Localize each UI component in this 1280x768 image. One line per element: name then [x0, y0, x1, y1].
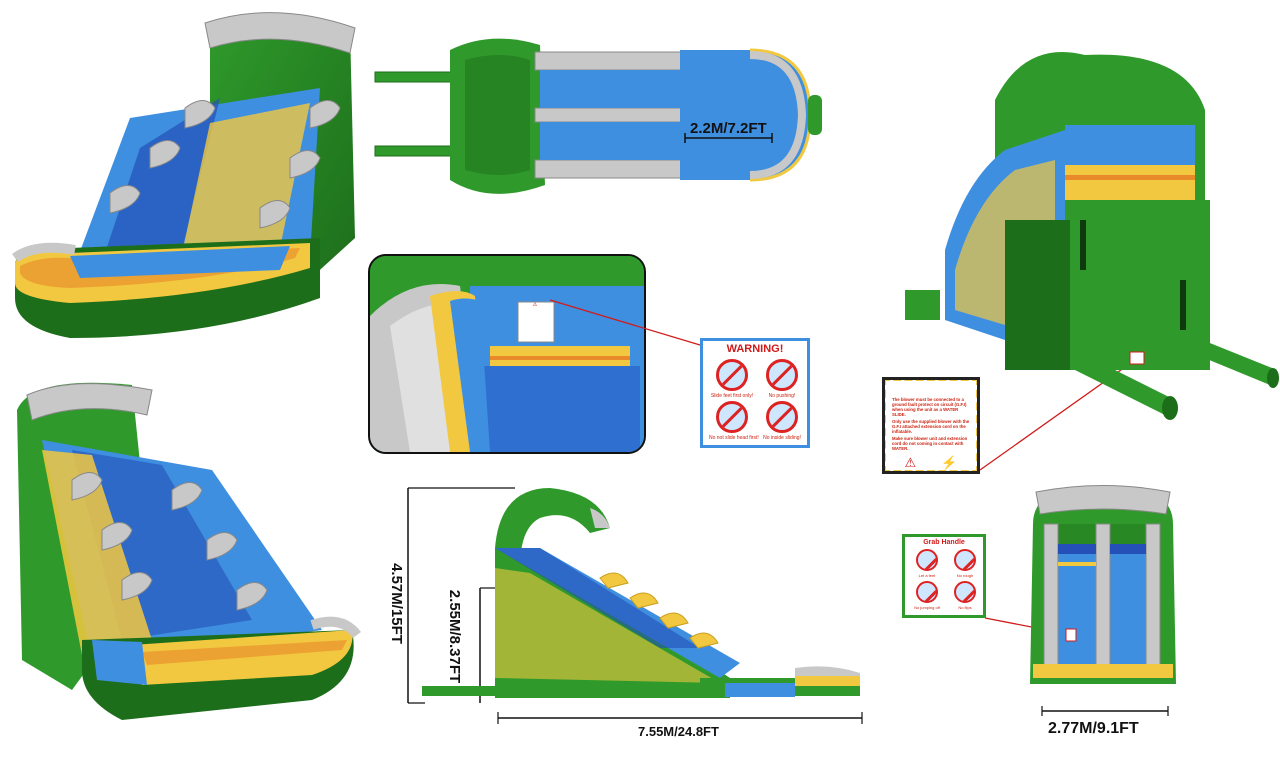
dim-length-label: 7.55M/24.8FT [638, 724, 719, 739]
view-perspective-front-left [10, 8, 360, 358]
view-front [1028, 484, 1178, 704]
no-pushing-icon [766, 359, 798, 391]
blower-line-1: The blower must be connected to a ground… [892, 397, 967, 417]
grab-handle-sticker: Grab Handle Let a feet No rough No jumpi… [902, 534, 986, 618]
grab-sign-1-icon [916, 549, 938, 571]
grab-item-4: No flips [947, 581, 983, 610]
grab-sign-4-icon [954, 581, 976, 603]
grab-sign-3-icon [916, 581, 938, 603]
no-slide-headfirst-icon [716, 401, 748, 433]
dim-front-width-line [1041, 706, 1169, 716]
slide-render-side [407, 487, 863, 724]
warning-sticker-title: WARNING! [726, 343, 784, 355]
blower-sticker-mini [1129, 351, 1145, 365]
blower-line-3: Make sure blower unit and extension cord… [892, 436, 968, 451]
view-top [370, 30, 830, 200]
inset-render [370, 256, 644, 452]
warning-item-2: No pushing! [759, 359, 805, 399]
zoom-inset-warning [368, 254, 646, 454]
blower-icons: ⚠ ⚡ [892, 455, 970, 471]
warning-item-4: No inside sliding! [759, 401, 805, 441]
grab-item-1: Let a feet [909, 549, 945, 578]
dim-total-height-label: 4.57M/15FT [387, 563, 405, 644]
blower-line-2: Only use the supplied blower with the G.… [892, 419, 970, 434]
dim-top-width-label: 2.2M/7.2FT [690, 120, 767, 137]
slide-render-4 [17, 382, 361, 720]
no-inside-sliding-icon [766, 401, 798, 433]
warning-sticker: WARNING! Slide feet first only! No pushi… [700, 338, 810, 448]
slide-render-front [1030, 485, 1176, 684]
dim-platform-height-label: 2.55M/8.37FT [446, 589, 464, 684]
no-headfirst-icon [716, 359, 748, 391]
slide-render-top [374, 38, 822, 194]
slide-render-rear [905, 52, 1279, 420]
callout-line-warning [549, 299, 701, 346]
grab-item-3: No jumping off [909, 581, 945, 610]
electric-hazard-icon: ⚡ [941, 455, 958, 470]
warning-mini-icon: ⚠ [532, 302, 538, 308]
warning-item-3: No not slide head first! [709, 401, 759, 441]
warning-triangle-icon: ⚠ [904, 455, 917, 470]
warning-item-1: Slide feet first only! [709, 359, 755, 399]
grab-sticker-title: Grab Handle [923, 539, 965, 546]
grab-sign-2-icon [954, 549, 976, 571]
dim-front-width-label: 2.77M/9.1FT [1048, 720, 1139, 737]
grab-item-2: No rough [947, 549, 983, 578]
slide-render-1 [12, 12, 356, 338]
blower-sticker: The blower must be connected to a ground… [882, 377, 980, 474]
grab-sticker-mini [1065, 628, 1077, 642]
view-side [400, 478, 880, 748]
view-rear [905, 40, 1280, 430]
view-perspective-front-right [12, 380, 362, 730]
